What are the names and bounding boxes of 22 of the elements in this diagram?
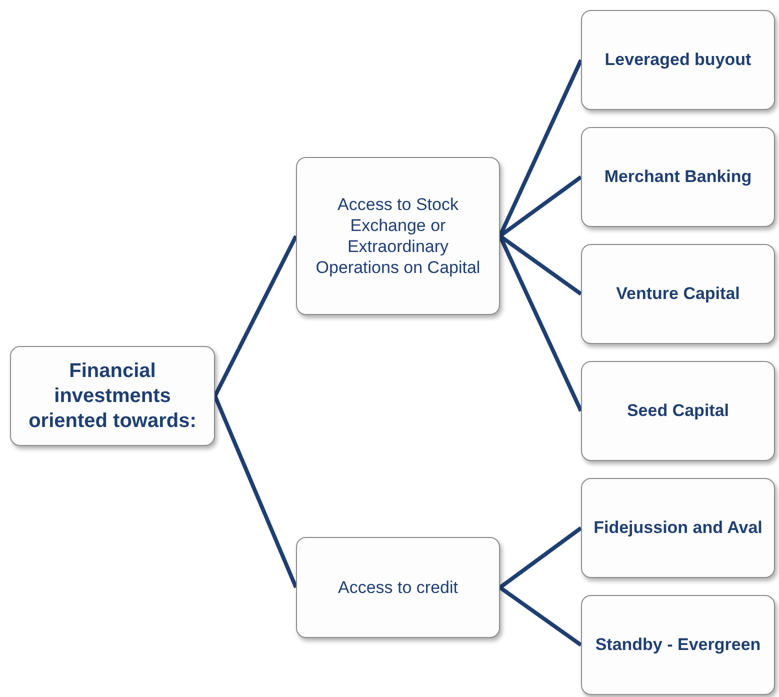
connector-line [213, 395, 298, 588]
rounded-box [581, 244, 775, 344]
box-label: Access to credit [338, 576, 458, 598]
box-label: Seed Capital [626, 400, 730, 422]
box-label: Financial investments oriented towards: [28, 358, 198, 434]
box-label: Access to Stock Exchange or Extraordinary Operations on Capital [314, 194, 482, 278]
rounded-box [296, 157, 500, 315]
box-label: Standby - Evergreen [595, 634, 761, 656]
rounded-box [581, 10, 775, 110]
rounded-box [581, 595, 775, 695]
connector-line [213, 235, 298, 397]
connector-line [498, 526, 582, 590]
rounded-box [581, 478, 775, 578]
rounded-box [296, 537, 500, 638]
rounded-box [10, 346, 215, 446]
box-label: Fidejussion and Aval [594, 517, 762, 539]
rounded-box [581, 127, 775, 227]
box-label: Merchant Banking [604, 166, 752, 188]
connector-line [498, 586, 582, 647]
box-label: Venture Capital [616, 283, 740, 305]
rounded-box [581, 361, 775, 461]
box-label: Leveraged buyout [604, 49, 752, 71]
